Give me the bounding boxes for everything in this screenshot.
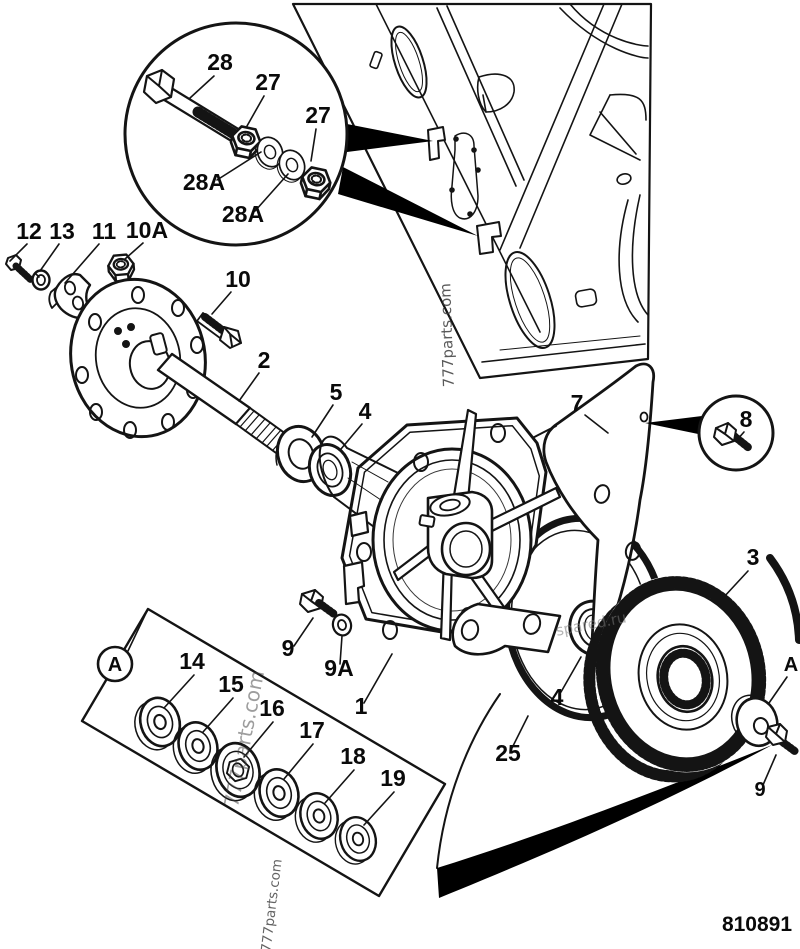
pointer-arrow-3 <box>645 416 703 435</box>
callout-2: 2 <box>258 347 271 373</box>
pointer-arrow-1 <box>347 124 433 152</box>
callout-15: 15 <box>218 671 244 697</box>
callout-19: 19 <box>380 765 406 791</box>
bearing-and-seal <box>275 424 353 497</box>
frame-bracket-lower <box>476 221 502 255</box>
callout-18: 18 <box>340 743 366 769</box>
callout-10: 10 <box>225 266 251 292</box>
callout-4: 4 <box>359 398 372 424</box>
callout-12: 12 <box>16 218 42 244</box>
callout-16: 16 <box>259 695 285 721</box>
callout-11: 11 <box>92 218 117 244</box>
detail-circle-a <box>96 645 134 683</box>
bold-rim-arc <box>437 745 772 898</box>
drawing-number: 810891 <box>722 913 792 936</box>
watermark-bottom: 777parts.com <box>258 858 285 949</box>
washer-16 <box>210 741 261 802</box>
callout-1: 1 <box>355 693 368 719</box>
bolt-8 <box>713 422 753 452</box>
callout-9: 9 <box>282 635 295 661</box>
housing-rim-arcs <box>436 554 800 898</box>
callout-3: 3 <box>747 544 760 570</box>
small-parts-left <box>5 252 137 320</box>
callout-28a-1: 28A <box>183 169 225 195</box>
washer-a-and-bolt-9 <box>730 694 800 756</box>
shim-kit-box <box>80 607 447 898</box>
screw-12 <box>5 254 35 284</box>
housing-1 <box>299 408 562 656</box>
callout-27-1: 27 <box>255 69 281 95</box>
callout-27-2: 27 <box>305 102 331 128</box>
callout-25: 25 <box>495 740 521 766</box>
frame-bracket-upper <box>427 126 446 161</box>
gear-3 <box>583 575 767 783</box>
callout-10a: 10A <box>126 217 168 243</box>
callout-5: 5 <box>330 379 343 405</box>
detail-circle-bolt-8 <box>697 394 775 472</box>
chassis-frame <box>291 2 653 380</box>
leader-lines <box>9 75 788 826</box>
callout-9-right: 9 <box>754 779 765 801</box>
housing-tab-lower <box>342 560 366 606</box>
callout-a-right: A <box>784 654 798 676</box>
pointer-arrow-2 <box>338 167 478 236</box>
nut-10a <box>106 252 137 284</box>
bolt-9-housing <box>299 589 338 618</box>
spline-bore <box>659 648 711 710</box>
callout-4-disc: 4 <box>551 684 564 710</box>
callout-8: 8 <box>740 406 753 432</box>
callout-a-box: A <box>108 654 122 676</box>
callout-labels: 28 27 27 28A 28A 12 13 11 10A 10 2 5 4 7… <box>16 49 798 801</box>
callout-9a: 9A <box>324 655 353 681</box>
bolt-10 <box>196 312 242 349</box>
callout-13: 13 <box>49 218 75 244</box>
washer-9a <box>331 613 353 637</box>
callout-14: 14 <box>179 648 205 674</box>
callout-7: 7 <box>571 390 584 416</box>
axle-shaft-assembly <box>69 277 318 472</box>
hub-flange <box>69 277 207 439</box>
mounting-lug <box>451 602 562 656</box>
bolt-9-right <box>765 723 800 756</box>
watermark-upper: 777parts.com <box>436 283 458 388</box>
lock-washer-13 <box>31 269 51 291</box>
housing-tab-upper <box>348 510 370 538</box>
callout-28a-2: 28A <box>222 201 264 227</box>
detail-circle-fasteners <box>123 21 349 247</box>
bolt-28 <box>142 68 242 144</box>
callout-17: 17 <box>299 717 325 743</box>
callout-28: 28 <box>207 49 233 75</box>
hub-boss <box>418 490 494 580</box>
